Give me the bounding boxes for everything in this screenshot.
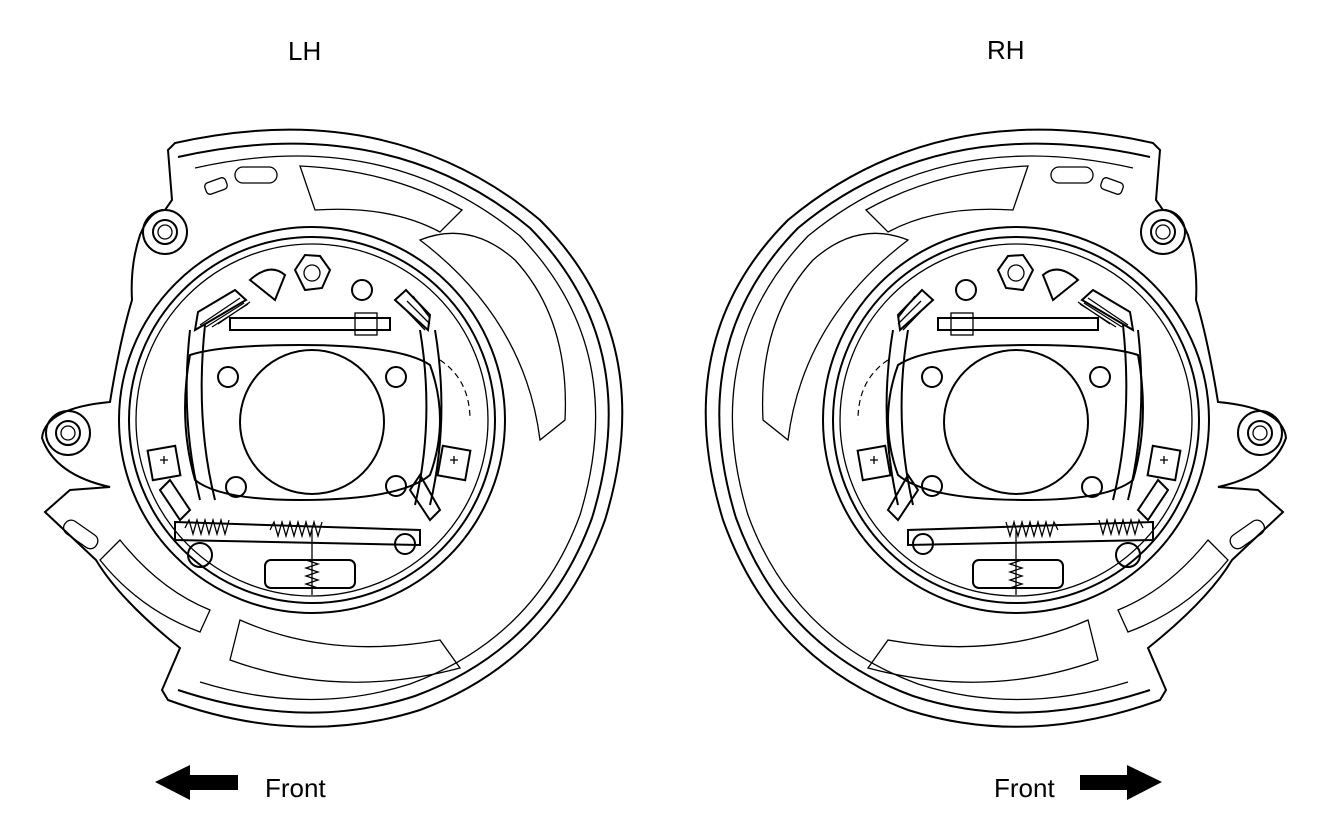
brake-assembly-rh — [704, 128, 1287, 728]
brake-assembly-lh — [41, 128, 624, 728]
front-label-left: Front — [265, 773, 326, 803]
front-label-right: Front — [994, 773, 1055, 803]
arrow-left-icon — [155, 765, 238, 800]
lh-label: LH — [288, 36, 322, 66]
arrow-right-icon — [1080, 765, 1162, 800]
rh-label: RH — [987, 35, 1025, 65]
